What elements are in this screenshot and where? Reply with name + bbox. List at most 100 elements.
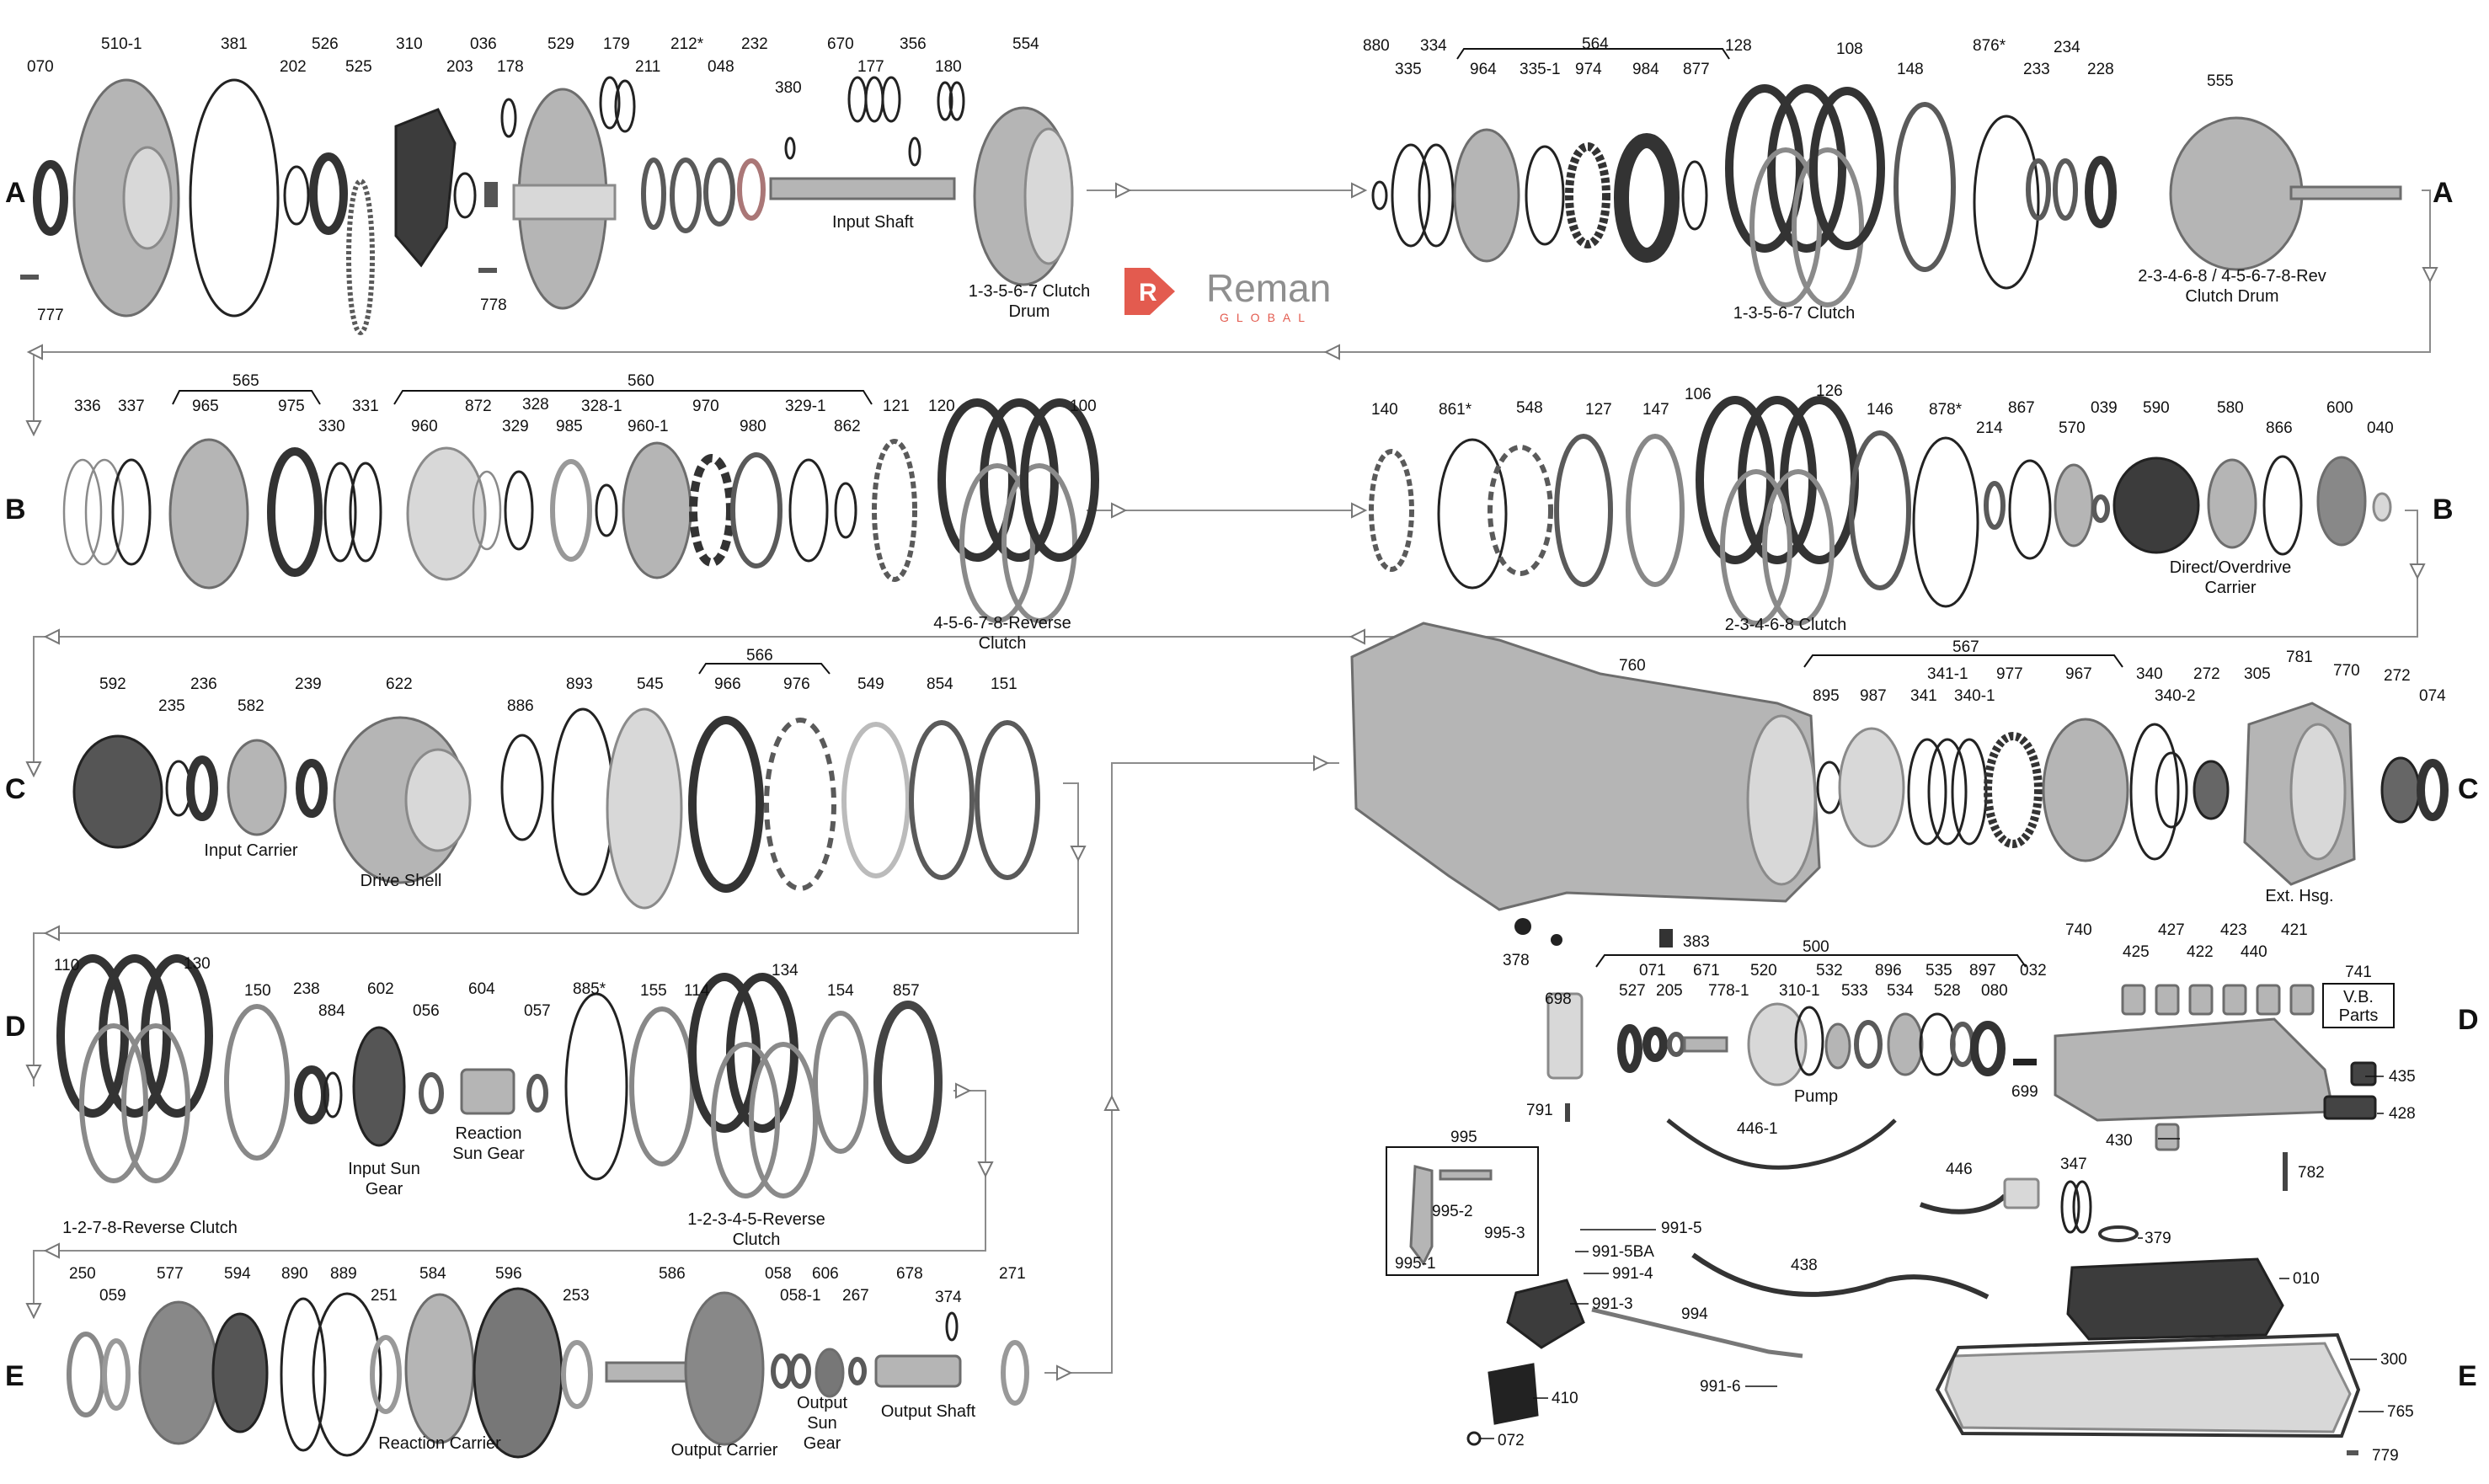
part-number: 179 <box>603 35 630 53</box>
part-number: 036 <box>470 35 497 53</box>
part-number: 180 <box>935 58 962 76</box>
part-number: 430 <box>2106 1132 2133 1150</box>
part-number: 872 <box>465 398 492 415</box>
part-number: 586 <box>659 1265 686 1283</box>
part-number: 335-1 <box>1520 61 1561 78</box>
caption: 1-2-7-8-Reverse Clutch <box>62 1219 238 1237</box>
part-number: 329-1 <box>785 398 826 415</box>
part-number: 995-3 <box>1484 1225 1525 1242</box>
part-number: 383 <box>1683 933 1710 951</box>
part-number: 535 <box>1926 962 1952 980</box>
part-number: 782 <box>2298 1164 2325 1182</box>
part-number: 040 <box>2367 419 2394 437</box>
part-number: 995 <box>1450 1129 1477 1146</box>
part-number: 897 <box>1969 962 1996 980</box>
part-number: 328 <box>522 396 549 414</box>
part-number: 977 <box>1996 665 2023 683</box>
part-number: 039 <box>2091 399 2118 417</box>
part-number: 154 <box>827 982 854 1000</box>
part-number: 330 <box>318 418 345 435</box>
part-number: 987 <box>1860 687 1887 705</box>
part-number: 203 <box>446 58 473 76</box>
part-number: 976 <box>783 675 810 693</box>
part-number: 422 <box>2187 943 2214 961</box>
part-number: 214 <box>1976 419 2003 437</box>
part-number: 374 <box>935 1289 962 1306</box>
caption: V.B. <box>2343 988 2374 1006</box>
row-letter: D <box>5 1011 26 1043</box>
part-number: 423 <box>2220 921 2247 939</box>
part-number: 876* <box>1973 37 2006 55</box>
row-c-labels: 592 235 236 582 239 622 886 893 545 566 … <box>99 638 2446 905</box>
row-a-parts <box>20 76 2402 335</box>
part-number: 010 <box>2293 1270 2320 1288</box>
part-number: 991-4 <box>1612 1265 1653 1283</box>
part-number: 058 <box>765 1265 792 1283</box>
part-number: 057 <box>524 1002 551 1020</box>
part-number: 532 <box>1816 962 1843 980</box>
part-number: 134 <box>772 962 799 980</box>
part-number: 140 <box>1371 401 1398 419</box>
part-number: 234 <box>2054 39 2080 56</box>
part-number: 335 <box>1395 61 1422 78</box>
drum-555 <box>2169 116 2304 271</box>
caption: 1-2-3-4-5-Reverse <box>687 1210 825 1229</box>
part-number: 380 <box>775 79 802 97</box>
caption: Clutch Drum <box>2185 287 2278 306</box>
part-number: 866 <box>2266 419 2293 437</box>
caption: Parts <box>2339 1006 2379 1025</box>
part-number: 545 <box>637 675 664 693</box>
flow-connectors <box>26 183 2438 1380</box>
part-number: 778 <box>480 296 507 314</box>
part-number: 177 <box>857 58 884 76</box>
part-number: 580 <box>2217 399 2244 417</box>
part-number: 114 <box>684 982 710 1000</box>
part-number: 127 <box>1585 401 1612 419</box>
part-number: 202 <box>280 58 307 76</box>
part-number: 779 <box>2372 1447 2399 1465</box>
part-number: 446-1 <box>1737 1120 1778 1138</box>
part-number: 300 <box>2380 1351 2407 1369</box>
part-number: 379 <box>2144 1230 2171 1247</box>
part-number: 582 <box>238 697 264 715</box>
part-number: 884 <box>318 1002 345 1020</box>
vb-parts-box <box>2322 983 2395 1028</box>
part-number: 534 <box>1887 982 1914 1000</box>
part-number: 533 <box>1841 982 1868 1000</box>
part-number: 121 <box>883 398 910 415</box>
part-number: 966 <box>714 675 741 693</box>
part-number: 765 <box>2387 1403 2414 1421</box>
part-number: 331 <box>352 398 379 415</box>
group-brackets <box>172 48 2123 968</box>
row-letters: A A B B C C D D E E <box>5 177 2479 1392</box>
part-number: 867 <box>2008 399 2035 417</box>
part-number: 984 <box>1632 61 1659 78</box>
part-number: 032 <box>2020 962 2047 980</box>
piston-964 <box>1453 128 1520 263</box>
part-number: 995-2 <box>1432 1203 1473 1220</box>
part-number: 854 <box>927 675 953 693</box>
part-number: 975 <box>278 398 305 415</box>
part-number: 236 <box>190 675 217 693</box>
part-number: 889 <box>330 1265 357 1283</box>
part-number: 178 <box>497 58 524 76</box>
part-number: 778-1 <box>1708 982 1749 1000</box>
seal-070 <box>33 160 68 236</box>
part-number: 896 <box>1875 962 1902 980</box>
part-number: 964 <box>1470 61 1497 78</box>
part-number: 272 <box>2193 665 2220 683</box>
part-number: 212* <box>670 35 704 53</box>
caption: Gear <box>366 1180 403 1198</box>
part-number: 100 <box>1070 398 1097 415</box>
part-number: 438 <box>1791 1257 1818 1274</box>
part-number: 590 <box>2143 399 2170 417</box>
part-number: 310-1 <box>1779 982 1820 1000</box>
part-number: 893 <box>566 675 593 693</box>
row-a-labels: 070 510-1 381 202 526 525 310 203 036 17… <box>27 35 2326 324</box>
caption: Input Shaft <box>832 213 914 232</box>
part-number: 596 <box>495 1265 522 1283</box>
filter-010 <box>2066 1257 2284 1341</box>
input-shaft-670 <box>769 177 956 200</box>
part-number: 885* <box>573 980 606 998</box>
row-e-labels: 250 059 577 594 890 889 251 584 596 253 … <box>69 1120 2414 1465</box>
